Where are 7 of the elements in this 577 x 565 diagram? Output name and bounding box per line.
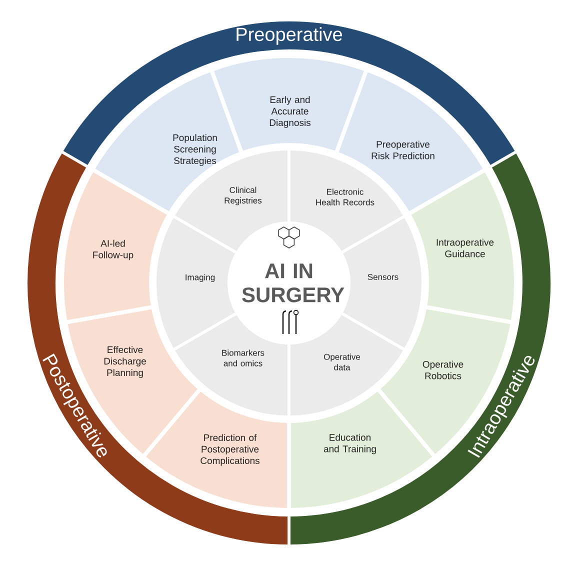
application-sector: Education and Training xyxy=(287,386,437,512)
node-label: Prediction of Postoperative Complications xyxy=(200,434,260,466)
data-source-sector: Operative data xyxy=(288,312,407,418)
application-sector: AI-led Follow-up xyxy=(60,168,172,324)
node-label: Education and Training xyxy=(324,434,376,454)
data-source-sector: Biomarkers and omics xyxy=(171,312,290,418)
application-sector: Intraoperative Guidance xyxy=(406,168,518,324)
